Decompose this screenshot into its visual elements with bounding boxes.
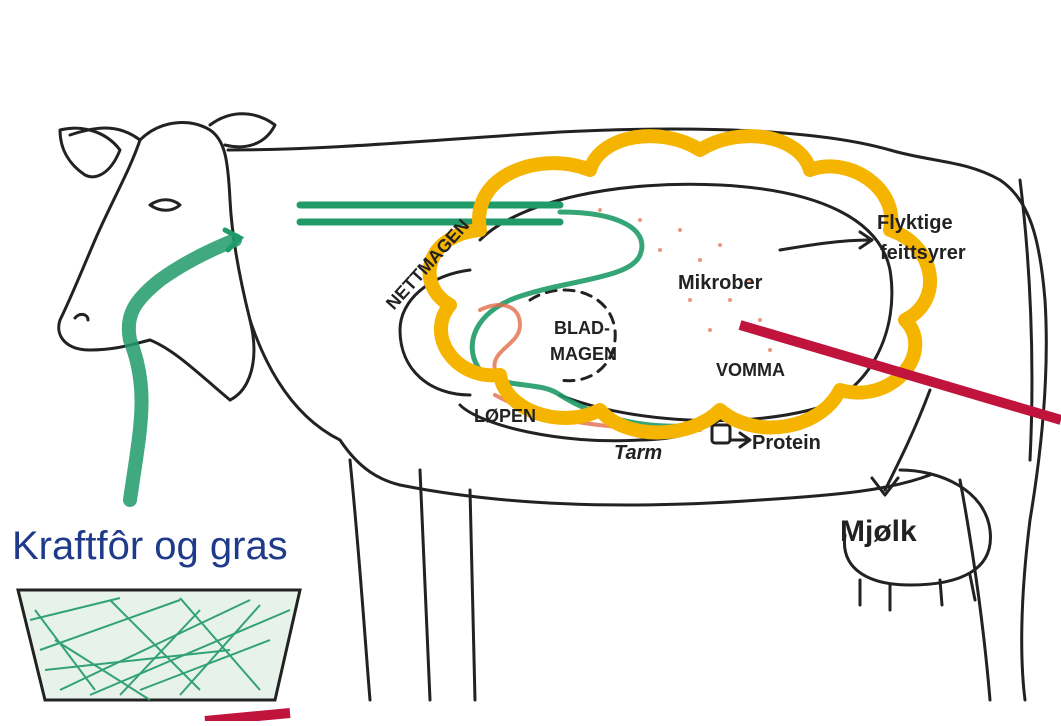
label-mjolk: Mjølk — [840, 515, 917, 549]
label-flyktige-line2: feittsyrer — [880, 242, 966, 265]
label-lopen: LØPEN — [474, 406, 536, 427]
label-vomma: VOMMA — [716, 360, 785, 381]
label-tarm: Tarm — [614, 442, 662, 465]
label-flyktige-line1: Flyktige — [877, 212, 953, 235]
label-protein: Protein — [752, 432, 821, 455]
label-mikrober: Mikrober — [678, 272, 762, 295]
label-bladmagen-line2: MAGEN — [550, 344, 617, 365]
pointer-arrow-trough — [205, 713, 290, 721]
pointer-arrow-cloud — [740, 325, 1061, 420]
grass-trough — [18, 590, 300, 700]
label-bladmagen-line1: BLAD- — [554, 318, 610, 339]
feed-caption: Kraftfôr og gras — [12, 524, 288, 569]
